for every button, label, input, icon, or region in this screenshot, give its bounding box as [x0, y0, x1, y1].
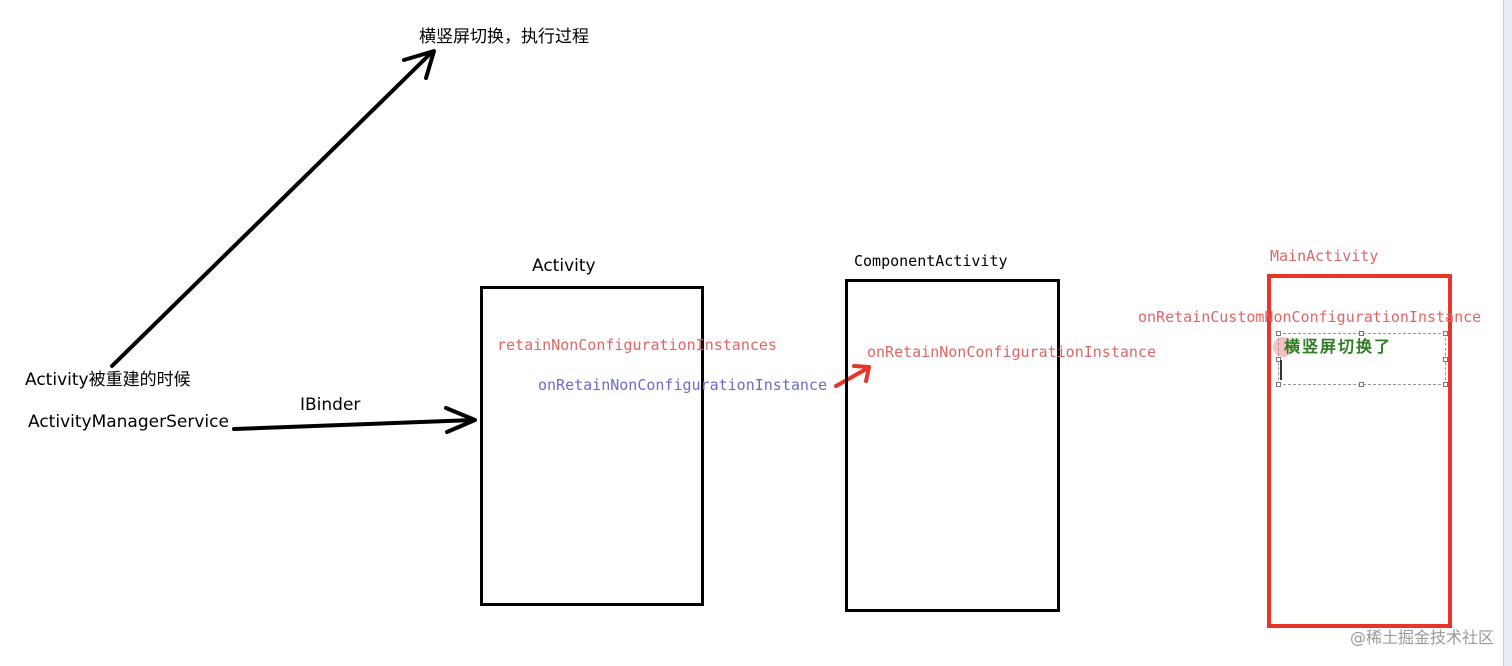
selection-handle: [1443, 382, 1448, 387]
selection-handle: [1443, 331, 1448, 336]
ibinder-label: IBinder: [300, 395, 361, 415]
ibinder-arrow: [232, 418, 476, 431]
activity-box: [480, 286, 704, 606]
service-label: ActivityManagerService: [28, 412, 229, 432]
main-activity-title: MainActivity: [1270, 247, 1379, 265]
selection-handle: [1276, 357, 1281, 362]
selection-handle: [1276, 331, 1281, 336]
component-activity-method: onRetainNonConfigurationInstance: [867, 343, 1156, 361]
selection-handle: [1359, 331, 1364, 336]
main-activity-box: [1267, 274, 1452, 628]
watermark: @稀土掘金技术社区: [1349, 628, 1494, 647]
activity-field: retainNonConfigurationInstances: [497, 336, 777, 354]
component-activity-box: [845, 279, 1060, 612]
selection-handle: [1359, 382, 1364, 387]
activity-method: onRetainNonConfigurationInstance: [538, 376, 827, 394]
red-arrow-head: [852, 364, 871, 383]
text-caret: [1280, 360, 1282, 380]
selection-handle: [1276, 382, 1281, 387]
arrow-to-title-head: [402, 49, 436, 80]
activity-title: Activity: [532, 256, 596, 276]
main-activity-note: 横竖屏切换了: [1284, 337, 1393, 356]
arrow-to-title: [110, 50, 434, 368]
ibinder-arrow-head: [444, 406, 477, 434]
main-activity-method: onRetainCustomNonConfigurationInstance: [1138, 308, 1482, 326]
recreate-label: Activity被重建的时候: [25, 370, 191, 390]
red-arrow: [834, 366, 870, 388]
diagram-title: 横竖屏切换，执行过程: [419, 27, 589, 47]
pointer-highlight: [1273, 337, 1293, 357]
selection-handle: [1443, 357, 1448, 362]
right-side-panel[interactable]: [1503, 0, 1512, 666]
component-activity-title: ComponentActivity: [854, 252, 1008, 270]
